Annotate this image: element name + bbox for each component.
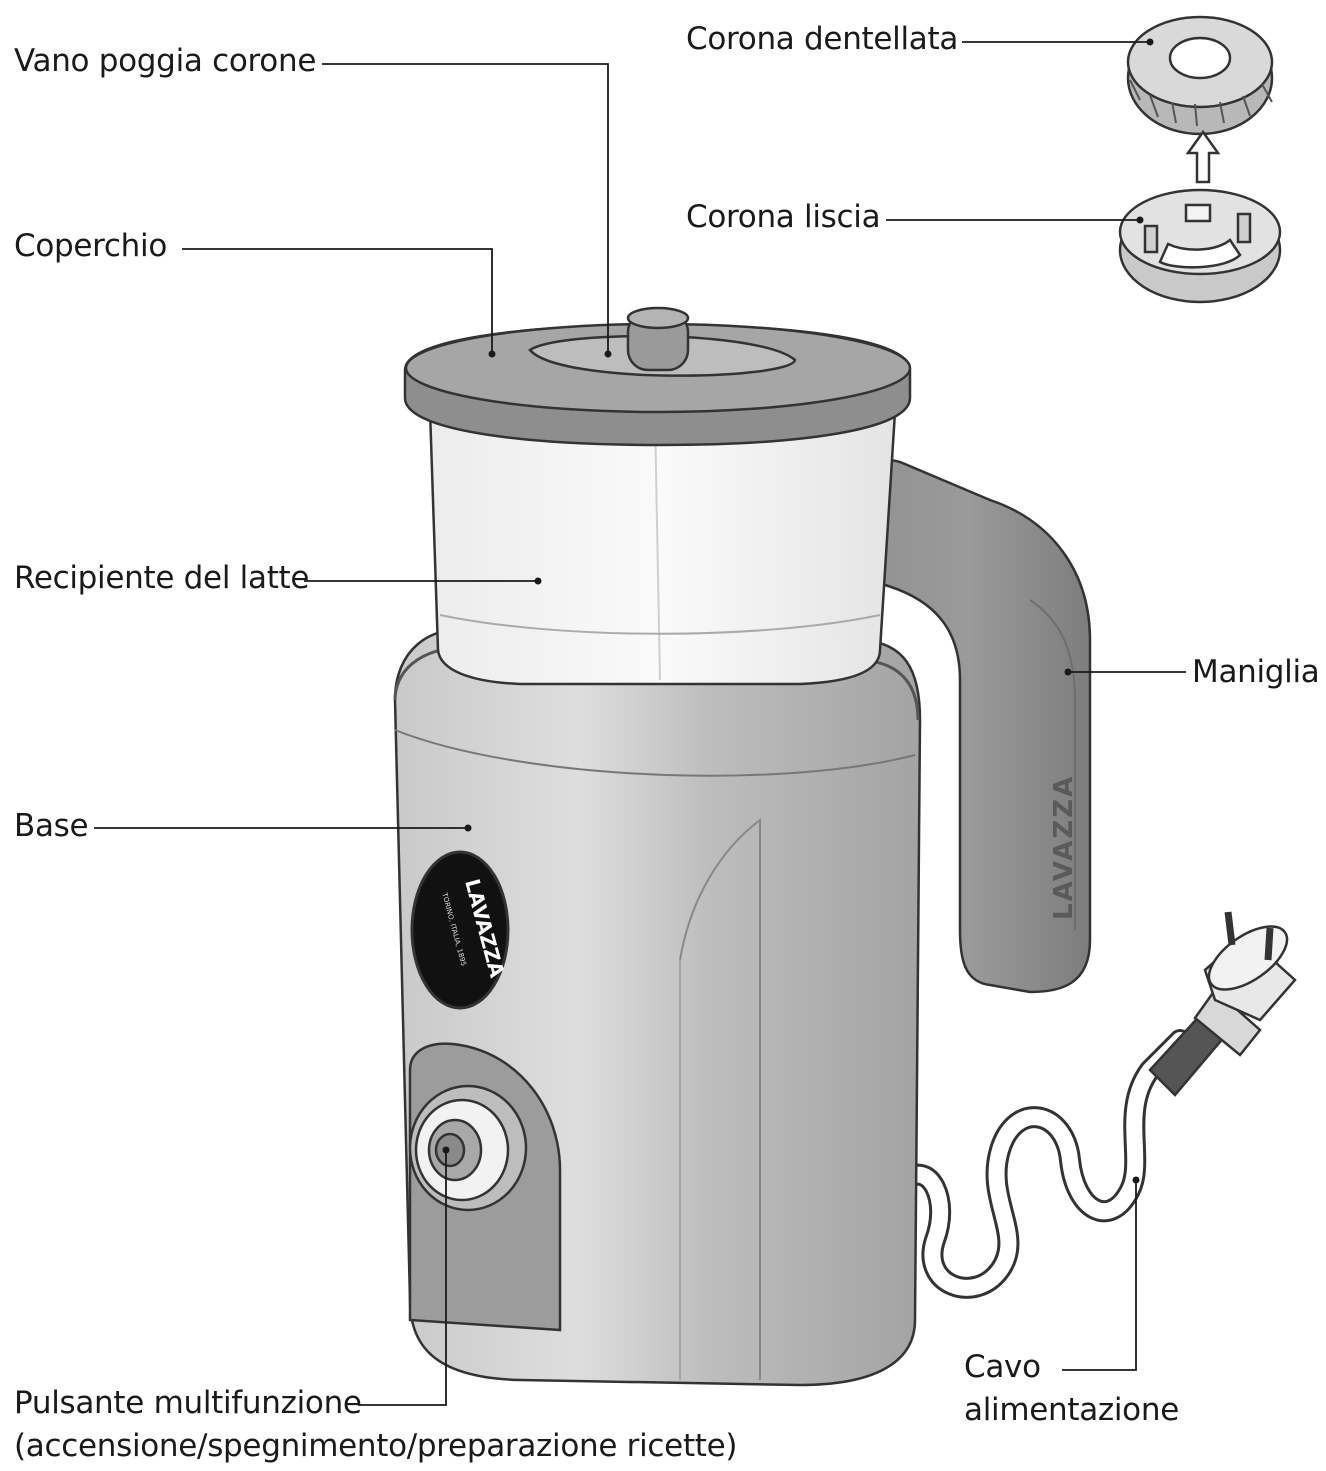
power-plug-icon — [1148, 911, 1297, 1097]
label-pulsante-multifunzione: Pulsante multifunzione — [14, 1385, 362, 1421]
label-corona-dentellata: Corona dentellata — [686, 21, 959, 57]
label-base: Base — [14, 808, 89, 844]
label-cavo: Cavo — [964, 1349, 1041, 1385]
label-vano-poggia-corone: Vano poggia corone — [14, 43, 317, 79]
label-maniglia: Maniglia — [1192, 654, 1320, 690]
leader-lines — [94, 41, 1186, 1406]
label-recipiente-latte: Recipiente del latte — [14, 560, 310, 596]
multifunction-button-icon — [408, 1042, 562, 1332]
handle-logo: LAVAZZA — [1049, 775, 1079, 920]
milk-jug — [428, 408, 897, 686]
lid — [403, 306, 912, 447]
label-coperchio: Coperchio — [14, 228, 167, 264]
label-alimentazione: alimentazione — [964, 1392, 1179, 1428]
toothed-whisk-ring — [1126, 15, 1274, 136]
brand-logo: LAVAZZA TORINO, ITALIA, 1895 — [410, 850, 510, 1010]
smooth-whisk-ring — [1118, 188, 1282, 304]
up-arrow-icon — [1185, 129, 1221, 184]
label-pulsante-descrizione: (accensione/spegnimento/preparazione ric… — [14, 1428, 738, 1464]
power-cord — [894, 1029, 1191, 1299]
leader-dots — [442, 38, 1154, 1184]
label-corona-liscia: Corona liscia — [686, 199, 881, 235]
